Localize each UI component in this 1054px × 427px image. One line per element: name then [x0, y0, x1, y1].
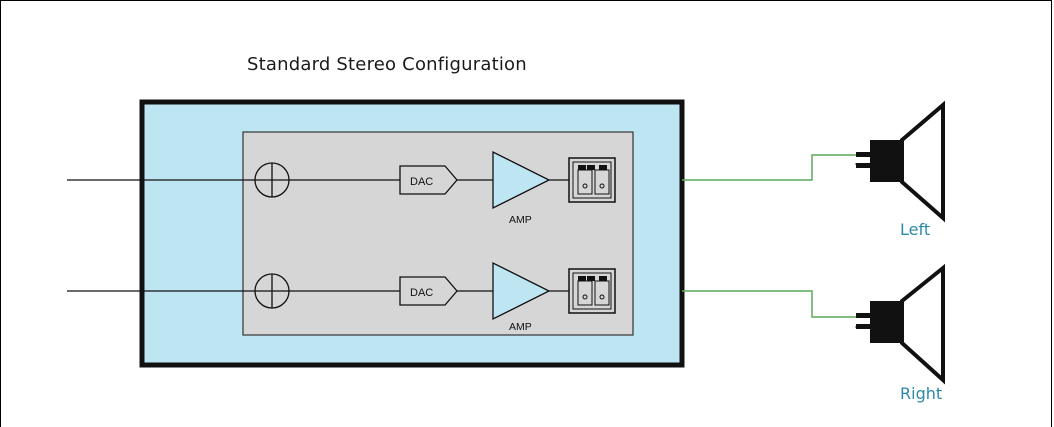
dac-label: DAC	[410, 287, 433, 299]
amp-triangle	[492, 150, 551, 210]
speaker-icon	[856, 263, 945, 385]
dac-label: DAC	[410, 176, 433, 188]
summing-junction-icon	[254, 273, 290, 309]
amp-label: AMP	[509, 321, 532, 333]
dac-block	[399, 276, 458, 306]
output-terminal-icon	[568, 268, 616, 314]
dac-block	[399, 165, 458, 195]
speaker-wire-right	[682, 290, 868, 318]
amp-label: AMP	[509, 214, 532, 226]
summing-junction-icon	[254, 162, 290, 198]
amp-triangle	[492, 261, 551, 321]
speaker-label-left: Left	[900, 220, 931, 239]
output-terminal-icon	[568, 157, 616, 203]
channel-right: DAC AMP	[67, 261, 945, 385]
speaker-icon	[856, 100, 945, 223]
channel-left: DAC AMP	[67, 100, 945, 226]
speaker-label-right: Right	[900, 384, 943, 403]
speaker-wire-left	[682, 154, 868, 181]
diagram-title: Standard Stereo Configuration	[247, 54, 527, 75]
